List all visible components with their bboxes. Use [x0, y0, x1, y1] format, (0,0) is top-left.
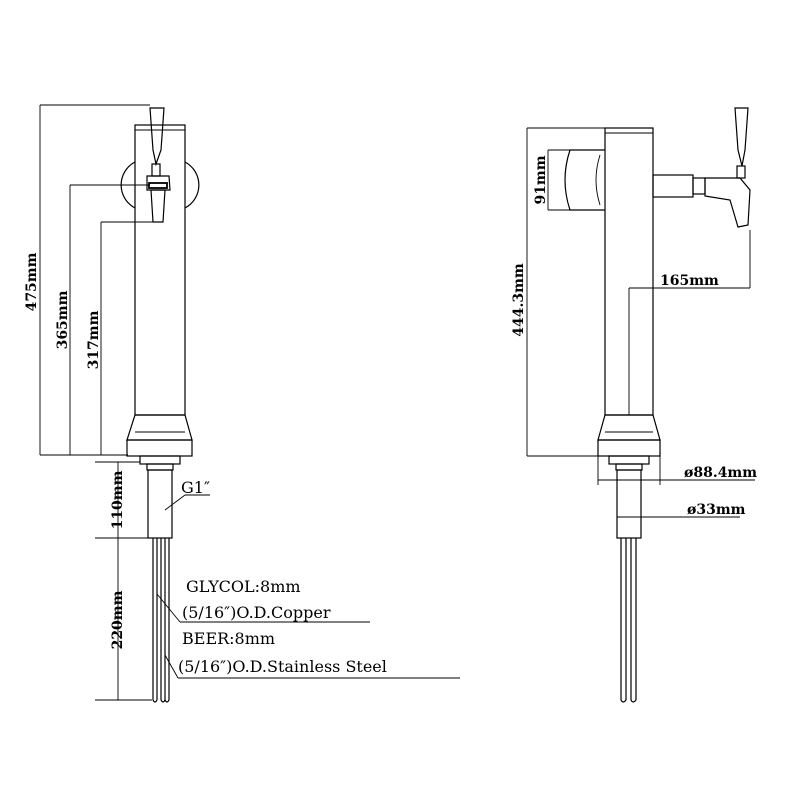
side-faucet-shank: [652, 174, 694, 198]
front-mount-washer: [146, 463, 174, 471]
front-tap-lever-collar: [151, 163, 161, 177]
front-faucet-spout: [150, 189, 166, 223]
dim-317-label: 317mm: [86, 310, 102, 369]
front-base-upper: [126, 414, 193, 441]
glycol-label-1: GLYCOL:8mm: [186, 577, 301, 596]
side-faucet-collar: [692, 177, 706, 195]
dim-475-label: 475mm: [24, 252, 40, 311]
front-base-lower: [126, 439, 193, 457]
front-faucet-plate-right: [184, 161, 200, 209]
side-tap-handle: [734, 107, 749, 167]
side-shank: [616, 469, 642, 539]
front-shank: [147, 469, 173, 539]
dim-91-label: 91mm: [533, 155, 549, 204]
front-faucet-nut: [148, 182, 168, 189]
front-view: 475mm 365mm 317mm 110mm 220mm G1″ GLYCOL…: [24, 104, 460, 703]
side-base-lower: [597, 439, 661, 457]
glycol-label-2: (5/16″)O.D.Copper: [182, 603, 331, 622]
front-tubes: [152, 538, 170, 703]
side-base-upper: [597, 414, 661, 441]
side-mount-nut: [608, 455, 650, 465]
beer-label-1: BEER:8mm: [182, 629, 275, 648]
dim-165-label: 165mm: [660, 273, 719, 289]
front-tap-handle: [149, 107, 165, 167]
side-faucet-body: [704, 177, 751, 228]
beer-label-2: (5/16″)O.D.Stainless Steel: [178, 657, 387, 676]
dim-88-label: ø88.4mm: [684, 465, 757, 481]
beer-leader: [164, 654, 179, 679]
dim-220-label: 220mm: [110, 590, 126, 649]
glycol-leader: [156, 593, 181, 623]
dim-444-label: 444.3mm: [511, 263, 527, 337]
dim-33-label: ø33mm: [687, 502, 746, 518]
thread-label: G1″: [181, 478, 210, 497]
dim-365-label: 365mm: [55, 290, 71, 349]
side-view: 91mm 444.3mm 165mm ø88.4mm ø33mm: [511, 107, 757, 703]
side-tubes: [620, 538, 637, 703]
dim-110-label: 110mm: [110, 470, 126, 529]
g1-leader: [164, 494, 186, 511]
front-mount-nut: [139, 455, 181, 465]
